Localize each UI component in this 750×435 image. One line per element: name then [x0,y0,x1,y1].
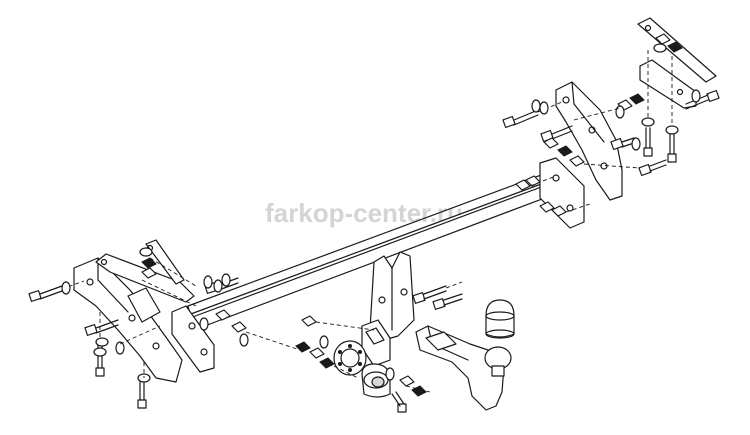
ball-cover-cap [485,299,515,339]
tow-ball-neck [415,325,505,411]
electrical-socket [333,340,391,398]
bolt-hitch-2 [432,293,463,310]
bolt-right-vertical-2 [667,133,677,163]
right-side-bracket [555,81,623,201]
hitch-receiver-plate [369,251,415,341]
tow-ball [484,346,512,377]
left-end-plate [171,305,215,373]
nuts [141,33,683,397]
bolts [28,89,720,413]
bolt-right-vertical-1 [643,127,653,157]
watermark-text: farkop-center.ru [265,198,463,228]
right-end-plate [539,157,585,229]
assembly-guide-lines [99,50,673,393]
socket-plate [361,319,391,367]
washers [61,43,701,383]
right-mounting-strip [637,17,717,109]
bolt-left-vertical-2 [137,379,147,409]
bolt-right-3 [685,89,720,110]
left-side-bracket [73,257,183,383]
bolt-right-4 [638,159,667,177]
bolt-socket [391,391,407,413]
bolt-left-2 [84,319,119,336]
bolt-right-2 [540,125,573,143]
bolt-right-5 [610,137,635,151]
bolt-hitch-1 [412,285,447,304]
